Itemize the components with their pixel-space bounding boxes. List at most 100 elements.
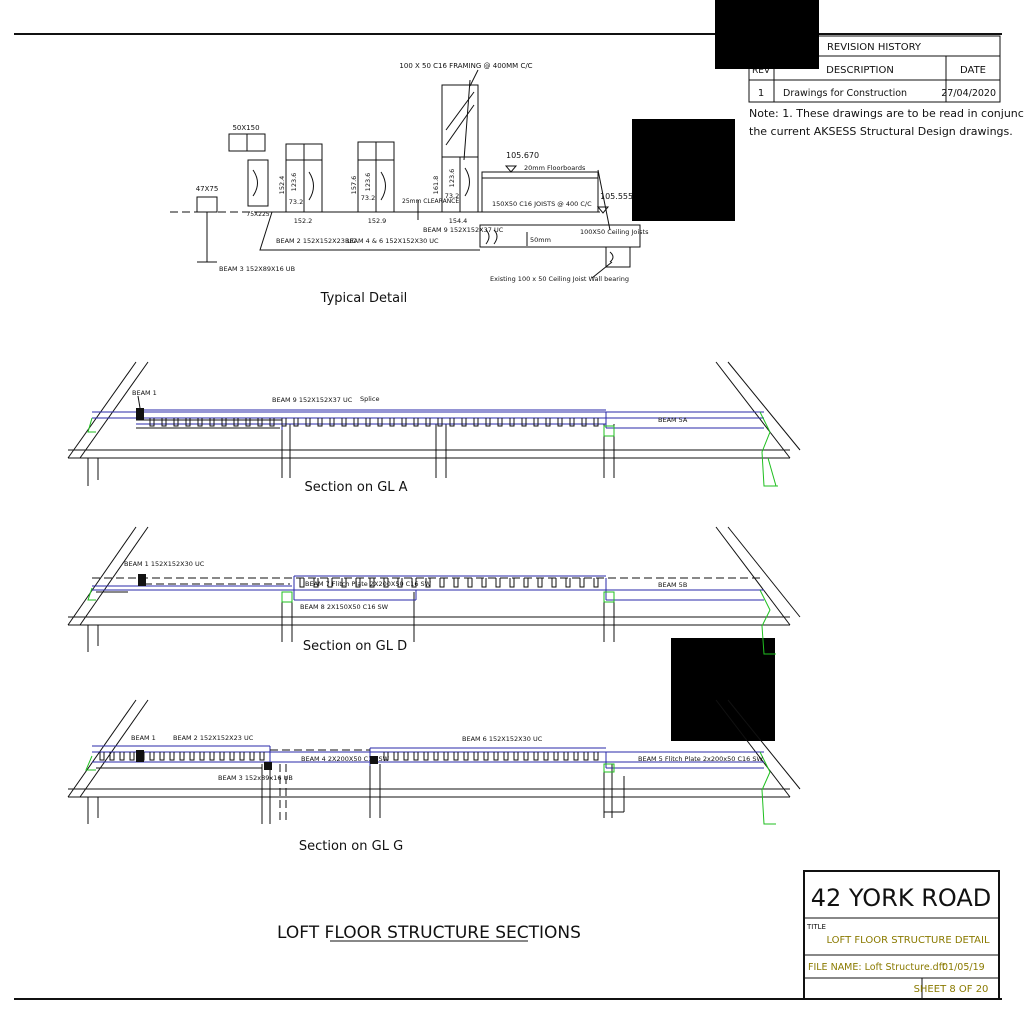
joist-symbol (513, 752, 519, 761)
joist-symbol (401, 418, 407, 427)
joist-symbol (293, 418, 299, 427)
joist-symbol (169, 752, 175, 761)
section-a-splice-label: Splice (360, 395, 379, 403)
width-152-2: 152.2 (294, 217, 313, 225)
dim-50x150: 50X150 (232, 124, 259, 132)
joist-symbol (393, 752, 399, 761)
height-152-4: 152.4 (278, 176, 286, 195)
title-block: 42 YORK ROAD TITLE LOFT FLOOR STRUCTURE … (803, 870, 1000, 1000)
joist-symbol (593, 752, 599, 761)
joist-symbol (403, 752, 409, 761)
ceiling-joists-label: 100X50 Ceiling Joists (580, 228, 649, 236)
joist-symbol (257, 418, 263, 427)
joist-symbol (313, 578, 319, 588)
clearance-label: 25mm CLEARANCE (402, 198, 459, 205)
joist-symbol (209, 752, 215, 761)
joist-symbol (209, 418, 215, 427)
joist-symbol (533, 418, 539, 427)
joist-symbol (463, 752, 469, 761)
joist-symbol (473, 418, 479, 427)
joist-symbol (569, 418, 575, 427)
joist-symbol (341, 578, 347, 588)
revision-description: Drawings for Construction (783, 88, 907, 99)
joist-symbol (239, 752, 245, 761)
joist-symbol (197, 418, 203, 427)
width-154-4: 154.4 (449, 217, 468, 225)
floorboards-label: 20mm Floorboards (524, 164, 586, 172)
joist-symbol (259, 752, 265, 761)
joist-symbol (383, 578, 389, 588)
title-block-date: 01/05/19 (942, 962, 985, 973)
joist-symbol (129, 752, 135, 761)
joist-symbol (473, 752, 479, 761)
joist-symbol (493, 752, 499, 761)
joist-symbol (119, 752, 125, 761)
section-gl-d: BEAM 1 152X152X30 UC BEAM 7 Flitch Plate… (67, 526, 801, 655)
section-g-beam-5-label: BEAM 5 Flitch Plate 2x200x50 C16 SW (638, 755, 763, 763)
joist-symbol (229, 752, 235, 761)
section-d-beam-5b-label: BEAM 5B (658, 581, 687, 589)
revision-table: REVISION HISTORY REV DESCRIPTION DATE 1 … (748, 35, 1024, 138)
file-name: FILE NAME: Loft Structure.dft (808, 962, 946, 973)
section-gl-g: BEAM 1 BEAM 2 152X152X23 UC BEAM 6 152X1… (67, 699, 801, 854)
joist-symbol (443, 752, 449, 761)
section-a-beam-5a-label: BEAM 5A (658, 416, 688, 424)
redaction-block (671, 638, 775, 741)
joist-symbol (305, 418, 311, 427)
project-name: 42 YORK ROAD (811, 884, 992, 912)
joist-symbol (327, 578, 333, 588)
joist-symbol (509, 418, 515, 427)
section-g-beam-4-label: BEAM 4 2X200X50 C16 SW (301, 755, 390, 763)
section-a-beam-9-label: BEAM 9 152X152X37 UC (272, 396, 353, 404)
joist-symbol (523, 578, 529, 588)
joist-symbol (545, 418, 551, 427)
dim-75x225: 75X225 (246, 211, 269, 218)
joist-symbol (377, 418, 383, 427)
joist-symbol (139, 752, 145, 761)
redaction-block (632, 119, 735, 221)
joist-symbol (397, 578, 403, 588)
joist-symbol (579, 578, 585, 588)
joist-symbol (583, 752, 589, 761)
joist-symbol (563, 752, 569, 761)
title-label: TITLE (806, 923, 826, 931)
height-73-2a: 73.2 (289, 198, 303, 206)
joist-symbol (269, 418, 275, 427)
beam-9-label: BEAM 9 152X152X37 UC (423, 226, 504, 234)
joist-symbol (509, 578, 515, 588)
section-g-beam-1-label: BEAM 1 (131, 734, 156, 742)
section-a-title: Section on GL A (304, 480, 407, 495)
drawing-title: LOFT FLOOR STRUCTURE SECTIONS (277, 923, 581, 943)
section-g-beam-3-label: BEAM 3 152x89x16 UB (218, 774, 293, 782)
joist-symbol (481, 578, 487, 588)
joist-symbol (329, 418, 335, 427)
joist-symbol (185, 418, 191, 427)
title-value: LOFT FLOOR STRUCTURE DETAIL (826, 935, 990, 946)
joist-symbol (565, 578, 571, 588)
joist-symbol (353, 418, 359, 427)
joist-symbol (413, 752, 419, 761)
level-105-670: 105.670 (506, 151, 539, 160)
joist-symbol (449, 418, 455, 427)
section-d-beam-8-label: BEAM 8 2X150X50 C16 SW (300, 603, 389, 611)
joist-symbol (537, 578, 543, 588)
joist-symbol (433, 752, 439, 761)
sheet-number: SHEET 8 OF 20 (914, 984, 989, 995)
joist-symbol (365, 418, 371, 427)
joist-symbol (523, 752, 529, 761)
height-123-6c: 123.6 (448, 169, 456, 188)
section-g-title: Section on GL G (299, 839, 403, 854)
joist-symbol (521, 418, 527, 427)
joist-symbol (389, 418, 395, 427)
section-g-beam-2-label: BEAM 2 152X152X23 UC (173, 734, 254, 742)
joist-symbol (467, 578, 473, 588)
typical-detail: 100 X 50 C16 FRAMING @ 400MM C/C 50X150 … (170, 62, 649, 306)
height-161-8: 161.8 (432, 176, 440, 195)
section-d-beam-7-label: BEAM 7 Flitch Plate 2X200X50 C16 SW (305, 580, 432, 588)
joist-symbol (413, 418, 419, 427)
section-a-beam-1-label: BEAM 1 (132, 389, 157, 397)
joist-symbol (495, 578, 501, 588)
joist-symbol (543, 752, 549, 761)
joist-symbol (369, 578, 375, 588)
